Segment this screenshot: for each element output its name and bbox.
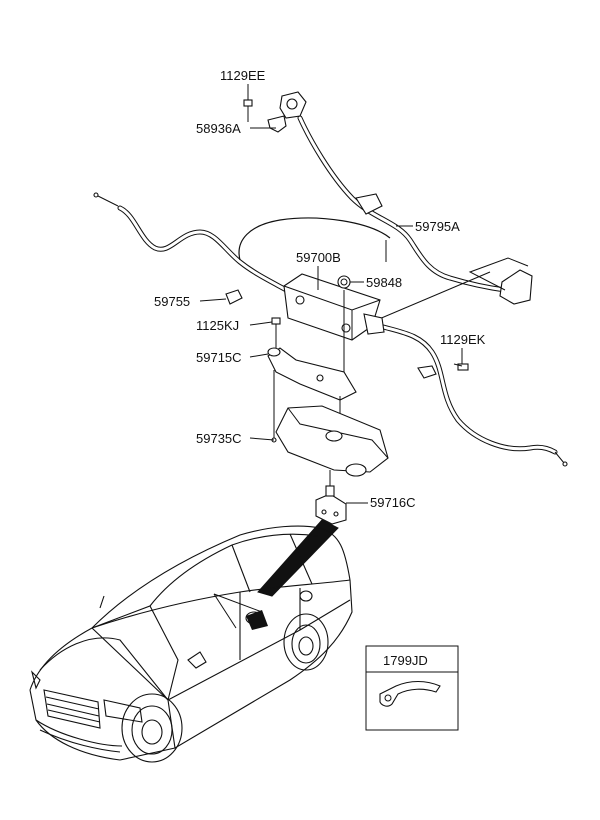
label-1129ee: 1129EE	[220, 68, 266, 100]
cover-59735c	[271, 405, 389, 477]
clamp-1129ek	[417, 363, 469, 379]
label-58936a: 58936A	[196, 121, 268, 136]
front-brake-cable	[93, 192, 391, 295]
bracket-59715c	[267, 347, 357, 440]
location-callout	[257, 519, 339, 597]
svg-text:1799JD: 1799JD	[383, 653, 428, 668]
label-59795a: 59795A	[396, 219, 460, 234]
rear-brake-cable-lower	[371, 271, 568, 467]
label-59755: 59755	[154, 294, 227, 309]
label-59700b: 59700B	[296, 250, 341, 290]
epb-module-59700b	[283, 273, 385, 341]
svg-text:58936A: 58936A	[196, 121, 241, 136]
inset-1799jd	[365, 645, 459, 731]
label-59716c: 59716C	[346, 495, 416, 510]
svg-text:1125KJ: 1125KJ	[196, 318, 239, 333]
nut-59848	[337, 275, 351, 380]
label-59735c: 59735C	[196, 431, 275, 446]
label-1125kj: 1125KJ	[196, 318, 273, 333]
label-1799jd: 1799JD	[383, 653, 428, 668]
vehicle-illustration	[29, 525, 353, 763]
label-59848: 59848	[350, 275, 402, 290]
svg-text:59848: 59848	[366, 275, 402, 290]
label-59715c: 59715C	[196, 350, 269, 365]
svg-text:1129EK: 1129EK	[440, 332, 486, 347]
bracket-59716c	[315, 470, 347, 525]
svg-text:59795A: 59795A	[415, 219, 460, 234]
svg-text:59755: 59755	[154, 294, 190, 309]
bolt-1125kj	[271, 317, 281, 352]
svg-text:59716C: 59716C	[370, 495, 416, 510]
svg-text:59715C: 59715C	[196, 350, 242, 365]
bolt-1129ee	[243, 99, 253, 122]
rear-brake-cable-upper	[279, 91, 533, 305]
clip-59755	[225, 289, 243, 305]
svg-text:1129EE: 1129EE	[220, 68, 266, 83]
cable-tie-icon	[379, 680, 441, 707]
clip-58936a	[267, 115, 287, 133]
svg-text:59735C: 59735C	[196, 431, 242, 446]
label-1129ek: 1129EK	[440, 332, 486, 364]
svg-text:59700B: 59700B	[296, 250, 341, 265]
